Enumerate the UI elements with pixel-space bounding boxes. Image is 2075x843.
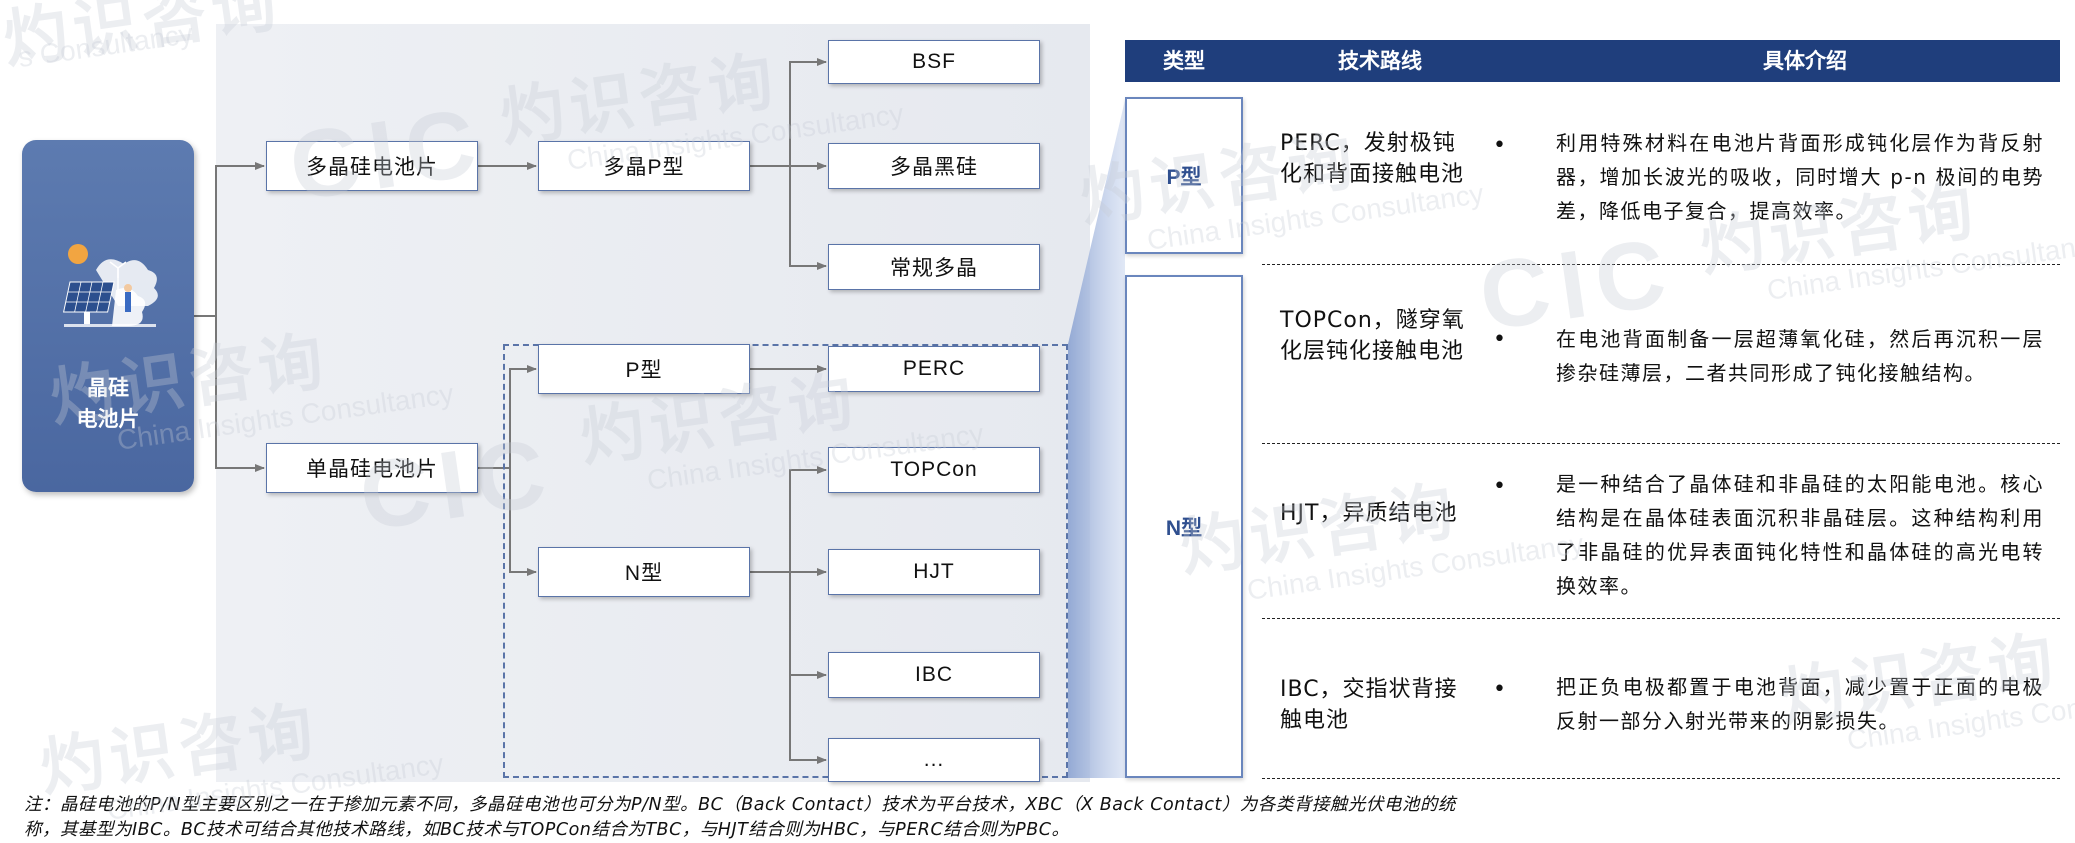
- leaf-conventional-poly: 常规多晶: [828, 244, 1040, 290]
- table-header: 类型 技术路线 具体介绍: [1125, 40, 2060, 82]
- route-perc: PERC，发射极钝化和背面接触电池: [1280, 131, 1465, 187]
- node-poly-p-type: 多晶P型: [538, 141, 750, 191]
- leaf-bsf: BSF: [828, 40, 1040, 84]
- desc-hjt: 是一种结合了晶体硅和非晶硅的太阳能电池。核心结构是在晶体硅表面沉积非晶硅层。这种…: [1556, 472, 2044, 598]
- footnote: 注：晶硅电池的P/N型主要区别之一在于掺加元素不同，多晶硅电池也可分为P/N型。…: [24, 795, 1456, 840]
- node-label: 多晶P型: [603, 156, 685, 179]
- bullet: •: [1493, 327, 1506, 352]
- connector-to-more: [789, 675, 827, 764]
- connector-mono-n: [509, 468, 537, 576]
- leaf-label: ...: [923, 748, 945, 771]
- route-hjt: HJT，异质结电池: [1280, 501, 1458, 526]
- route-ibc: IBC，交指状背接触电池: [1280, 677, 1458, 733]
- row-divider: [1262, 443, 2060, 444]
- node-label: 单晶硅电池片: [306, 458, 438, 481]
- root-node: 晶硅 电池片: [22, 140, 194, 492]
- route-topcon: TOPCon，隧穿氧化层钝化接触电池: [1280, 308, 1465, 364]
- connector-to-bsf: [750, 58, 827, 167]
- leaf-label: 多晶黑硅: [890, 156, 978, 179]
- leaf-label: 常规多晶: [890, 257, 978, 280]
- type-p-label: P型: [1166, 165, 1202, 189]
- mono-dashed-group: [503, 344, 1068, 778]
- desc-topcon: 在电池背面制备一层超薄氧化硅，然后再沉积一层掺杂硅薄层，二者共同形成了钝化接触结…: [1556, 327, 2044, 385]
- connector-to-topcon: [750, 466, 827, 573]
- leaf-label: IBC: [914, 663, 953, 686]
- row-divider: [1262, 618, 2060, 619]
- type-p-box: P型: [1125, 97, 1243, 254]
- leaf-ibc: IBC: [828, 652, 1040, 698]
- leaf-more: ...: [828, 738, 1040, 782]
- leaf-label: HJT: [913, 560, 955, 583]
- connector-to-conventional: [789, 166, 827, 270]
- leaf-label: TOPCon: [890, 458, 978, 481]
- bullet: •: [1493, 474, 1506, 499]
- leaf-label: BSF: [912, 50, 956, 73]
- leaf-black-silicon: 多晶黑硅: [828, 143, 1040, 189]
- root-label: 晶硅 电池片: [76, 376, 140, 431]
- header-route: 技术路线: [1338, 49, 1422, 73]
- connector-root-poly: [194, 162, 265, 317]
- desc-perc: 利用特殊材料在电池片背面形成钝化层作为背反射器，增加长波光的吸收，同时增大 p-…: [1556, 131, 2044, 223]
- bullet: •: [1493, 677, 1506, 702]
- header-type: 类型: [1163, 49, 1205, 73]
- node-mono-cell: 单晶硅电池片: [266, 443, 478, 493]
- node-mono-n-type: N型: [538, 547, 750, 597]
- leaf-hjt: HJT: [828, 549, 1040, 595]
- row-divider: [1262, 264, 2060, 265]
- bullet: •: [1493, 133, 1506, 158]
- node-label: P型: [625, 359, 663, 382]
- node-mono-p-type: P型: [538, 344, 750, 394]
- desc-ibc: 把正负电极都置于电池背面，减少置于正面的电极反射一部分入射光带来的阴影损失。: [1556, 675, 2044, 733]
- node-label: N型: [624, 562, 664, 585]
- node-poly-cell: 多晶硅电池片: [266, 141, 478, 191]
- row-divider: [1262, 778, 2060, 779]
- type-n-label: N型: [1165, 516, 1203, 540]
- header-desc: 具体介绍: [1763, 49, 1847, 73]
- type-n-box: N型: [1125, 275, 1243, 778]
- leaf-topcon: TOPCon: [828, 447, 1040, 493]
- leaf-perc: PERC: [828, 346, 1040, 392]
- connector-mono-p: [478, 365, 537, 469]
- leaf-label: PERC: [902, 357, 966, 380]
- connector-root-mono: [215, 316, 265, 472]
- solar-panel-icon: [63, 244, 158, 327]
- node-label: 多晶硅电池片: [306, 156, 438, 179]
